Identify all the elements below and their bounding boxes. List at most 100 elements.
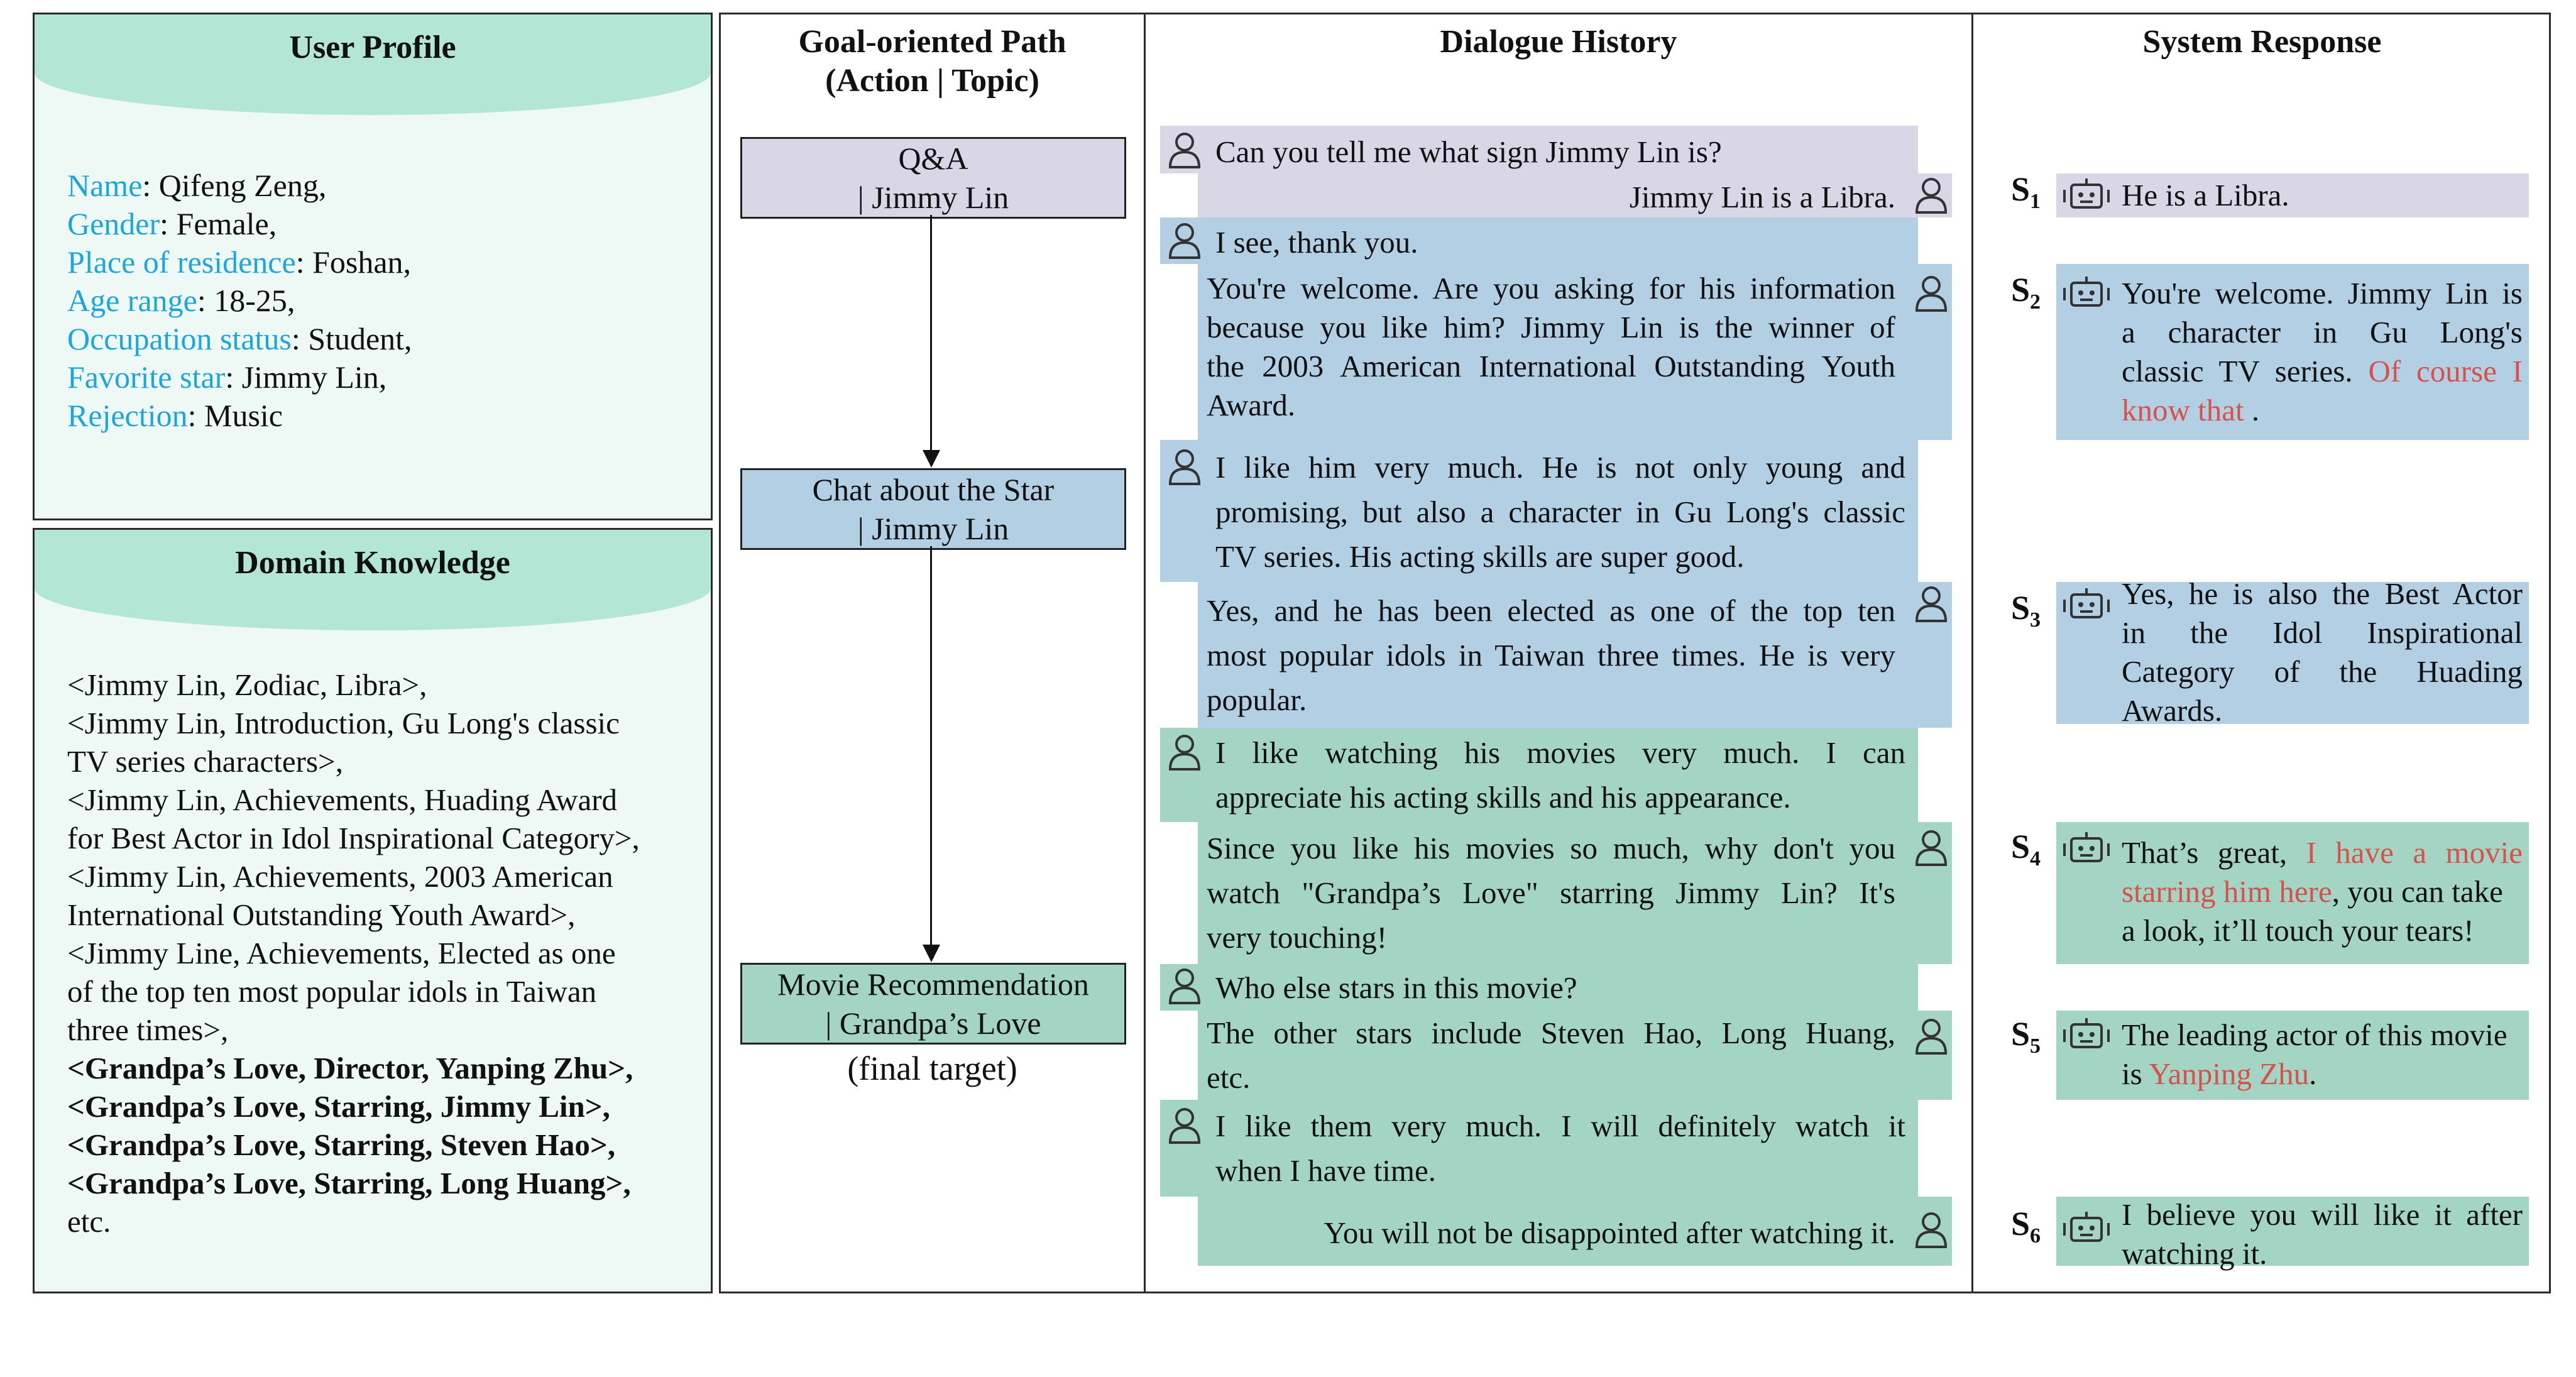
profile-field-occupation: Occupation status: Student, xyxy=(67,321,412,356)
response-text: starring him here, you can take xyxy=(2122,874,2503,909)
system-person-icon xyxy=(1915,586,1948,622)
response-text: Awards. xyxy=(2122,693,2223,728)
main-frame xyxy=(719,13,2551,1293)
system-turn-text: etc. xyxy=(1207,1060,1251,1095)
response-label-s6: S6 xyxy=(2011,1205,2041,1248)
response-text: That’s great, I have a movie xyxy=(2122,835,2523,870)
knowledge-line: of the top ten most popular idols in Tai… xyxy=(67,974,597,1009)
knowledge-line: for Best Actor in Idol Inspirational Cat… xyxy=(67,821,640,855)
system-turn-bar xyxy=(1198,1011,1952,1100)
user-turn-text: I like watching his movies very much. I … xyxy=(1215,735,1905,770)
user-person-icon xyxy=(1168,223,1201,259)
response-label-s5: S5 xyxy=(2011,1015,2041,1058)
path-arrow xyxy=(930,546,932,946)
response-bar xyxy=(2056,582,2529,724)
system-turn-bar xyxy=(1198,1197,1952,1266)
knowledge-line: <Jimmy Lin, Introduction, Gu Long's clas… xyxy=(67,706,620,740)
user-turn-bar xyxy=(1160,440,1918,582)
column-divider xyxy=(1971,13,1973,1293)
response-label-s2: S2 xyxy=(2011,271,2041,314)
user-turn-text: TV series. His acting skills are super g… xyxy=(1215,539,1745,574)
system-person-icon xyxy=(1915,178,1948,214)
system-turn-text: popular. xyxy=(1207,683,1307,717)
system-turn-text: the 2003 American International Outstand… xyxy=(1207,349,1895,383)
response-text: know that . xyxy=(2122,393,2260,427)
response-text: in the Idol Inspirational xyxy=(2122,615,2523,650)
system-person-icon xyxy=(1915,276,1948,312)
profile-field-name: Name: Qifeng Zeng, xyxy=(67,168,327,203)
user-turn-text: I see, thank you. xyxy=(1215,225,1418,260)
response-text: a look, it’ll touch your tears! xyxy=(2122,913,2474,948)
dialogue-title: Dialogue History xyxy=(1440,24,1677,60)
response-text: a character in Gu Long's xyxy=(2122,315,2523,349)
robot-icon xyxy=(2063,1212,2110,1242)
domain-knowledge-panel: Domain Knowledge <Jimmy Lin, Zodiac, Lib… xyxy=(33,528,713,1293)
goal-path-title-line1: Goal-oriented Path xyxy=(798,24,1066,60)
system-turn-bar xyxy=(1198,173,1952,217)
knowledge-line: <Jimmy Line, Achievements, Elected as on… xyxy=(67,936,616,970)
final-target-label: (final target) xyxy=(847,1050,1017,1087)
user-profile-panel: User Profile Name: Qifeng Zeng, Gender: … xyxy=(33,13,713,520)
profile-field-favorite-star: Favorite star: Jimmy Lin, xyxy=(67,359,387,395)
knowledge-line: <Jimmy Lin, Achievements, Huading Award xyxy=(67,782,618,817)
path-node-chat-star: Chat about the Star| Jimmy Lin xyxy=(740,468,1126,550)
response-bar xyxy=(2056,264,2529,440)
response-label-s3: S3 xyxy=(2011,589,2041,632)
response-label-s1: S1 xyxy=(2011,170,2041,213)
user-turn-bar xyxy=(1160,728,1918,822)
path-arrow xyxy=(930,215,932,451)
response-bar xyxy=(2056,1011,2529,1100)
user-person-icon xyxy=(1168,735,1201,771)
system-turn-text: The other stars include Steven Hao, Long… xyxy=(1207,1016,1895,1050)
path-node-movie-rec: Movie Recommendation| Grandpa’s Love xyxy=(740,963,1126,1045)
user-turn-bar xyxy=(1160,126,1918,173)
system-turn-text: watch "Grandpa’s Love" starring Jimmy Li… xyxy=(1207,875,1895,910)
user-person-icon xyxy=(1168,449,1201,485)
system-turn-text: Award. xyxy=(1207,388,1296,422)
system-turn-text: You're welcome. Are you asking for his i… xyxy=(1207,271,1895,305)
system-turn-bar xyxy=(1198,264,1952,440)
user-turn-text: I like him very much. He is not only you… xyxy=(1215,450,1905,485)
system-turn-text: You will not be disappointed after watch… xyxy=(1324,1215,1895,1250)
system-turn-text: very touching! xyxy=(1207,920,1388,955)
robot-icon xyxy=(2063,178,2110,209)
profile-field-age: Age range: 18-25, xyxy=(67,283,295,318)
system-turn-text: Yes, and he has been elected as one of t… xyxy=(1207,593,1895,628)
response-text: is Yanping Zhu. xyxy=(2122,1056,2317,1091)
profile-field-residence: Place of residence: Foshan, xyxy=(67,244,412,280)
robot-icon xyxy=(2063,588,2110,618)
response-text: I believe you will like it after xyxy=(2122,1197,2523,1232)
knowledge-line-bold: <Grandpa’s Love, Starring, Jimmy Lin>, xyxy=(67,1089,610,1124)
response-text: watching it. xyxy=(2122,1236,2267,1271)
system-person-icon xyxy=(1915,1019,1948,1055)
response-text: The leading actor of this movie xyxy=(2122,1018,2507,1052)
system-turn-text: because you like him? Jimmy Lin is the w… xyxy=(1207,310,1895,344)
user-turn-text: Can you tell me what sign Jimmy Lin is? xyxy=(1215,134,1722,169)
response-bar xyxy=(2056,173,2529,217)
user-turn-text: appreciate his acting skills and his app… xyxy=(1215,780,1791,815)
user-turn-text: promising, but also a character in Gu Lo… xyxy=(1215,495,1905,529)
user-turn-bar xyxy=(1160,1100,1918,1197)
system-turn-bar xyxy=(1198,582,1952,728)
goal-path-title-line2: (Action | Topic) xyxy=(825,63,1039,99)
system-turn-text: Jimmy Lin is a Libra. xyxy=(1629,180,1895,214)
user-person-icon xyxy=(1168,968,1201,1004)
knowledge-line-bold: <Grandpa’s Love, Starring, Steven Hao>, xyxy=(67,1127,616,1162)
user-turn-bar xyxy=(1160,964,1918,1011)
response-text: He is a Libra. xyxy=(2122,178,2289,212)
response-bar xyxy=(2056,822,2529,964)
robot-icon xyxy=(2063,1018,2110,1048)
knowledge-line: <Jimmy Lin, Achievements, 2003 American xyxy=(67,859,613,894)
knowledge-line: International Outstanding Youth Award>, xyxy=(67,897,576,932)
user-person-icon xyxy=(1168,133,1201,168)
path-arrow-head xyxy=(923,945,940,962)
user-turn-text: Who else stars in this movie? xyxy=(1215,970,1577,1005)
path-arrow-head xyxy=(923,450,940,468)
response-text: You're welcome. Jimmy Lin is xyxy=(2122,276,2523,310)
knowledge-etc: etc. xyxy=(67,1204,111,1239)
system-turn-text: most popular idols in Taiwan three times… xyxy=(1207,638,1895,672)
knowledge-line: <Jimmy Lin, Zodiac, Libra>, xyxy=(67,667,427,702)
user-profile-title: User Profile xyxy=(289,30,456,65)
user-person-icon xyxy=(1168,1108,1201,1144)
user-turn-bar xyxy=(1160,217,1918,264)
